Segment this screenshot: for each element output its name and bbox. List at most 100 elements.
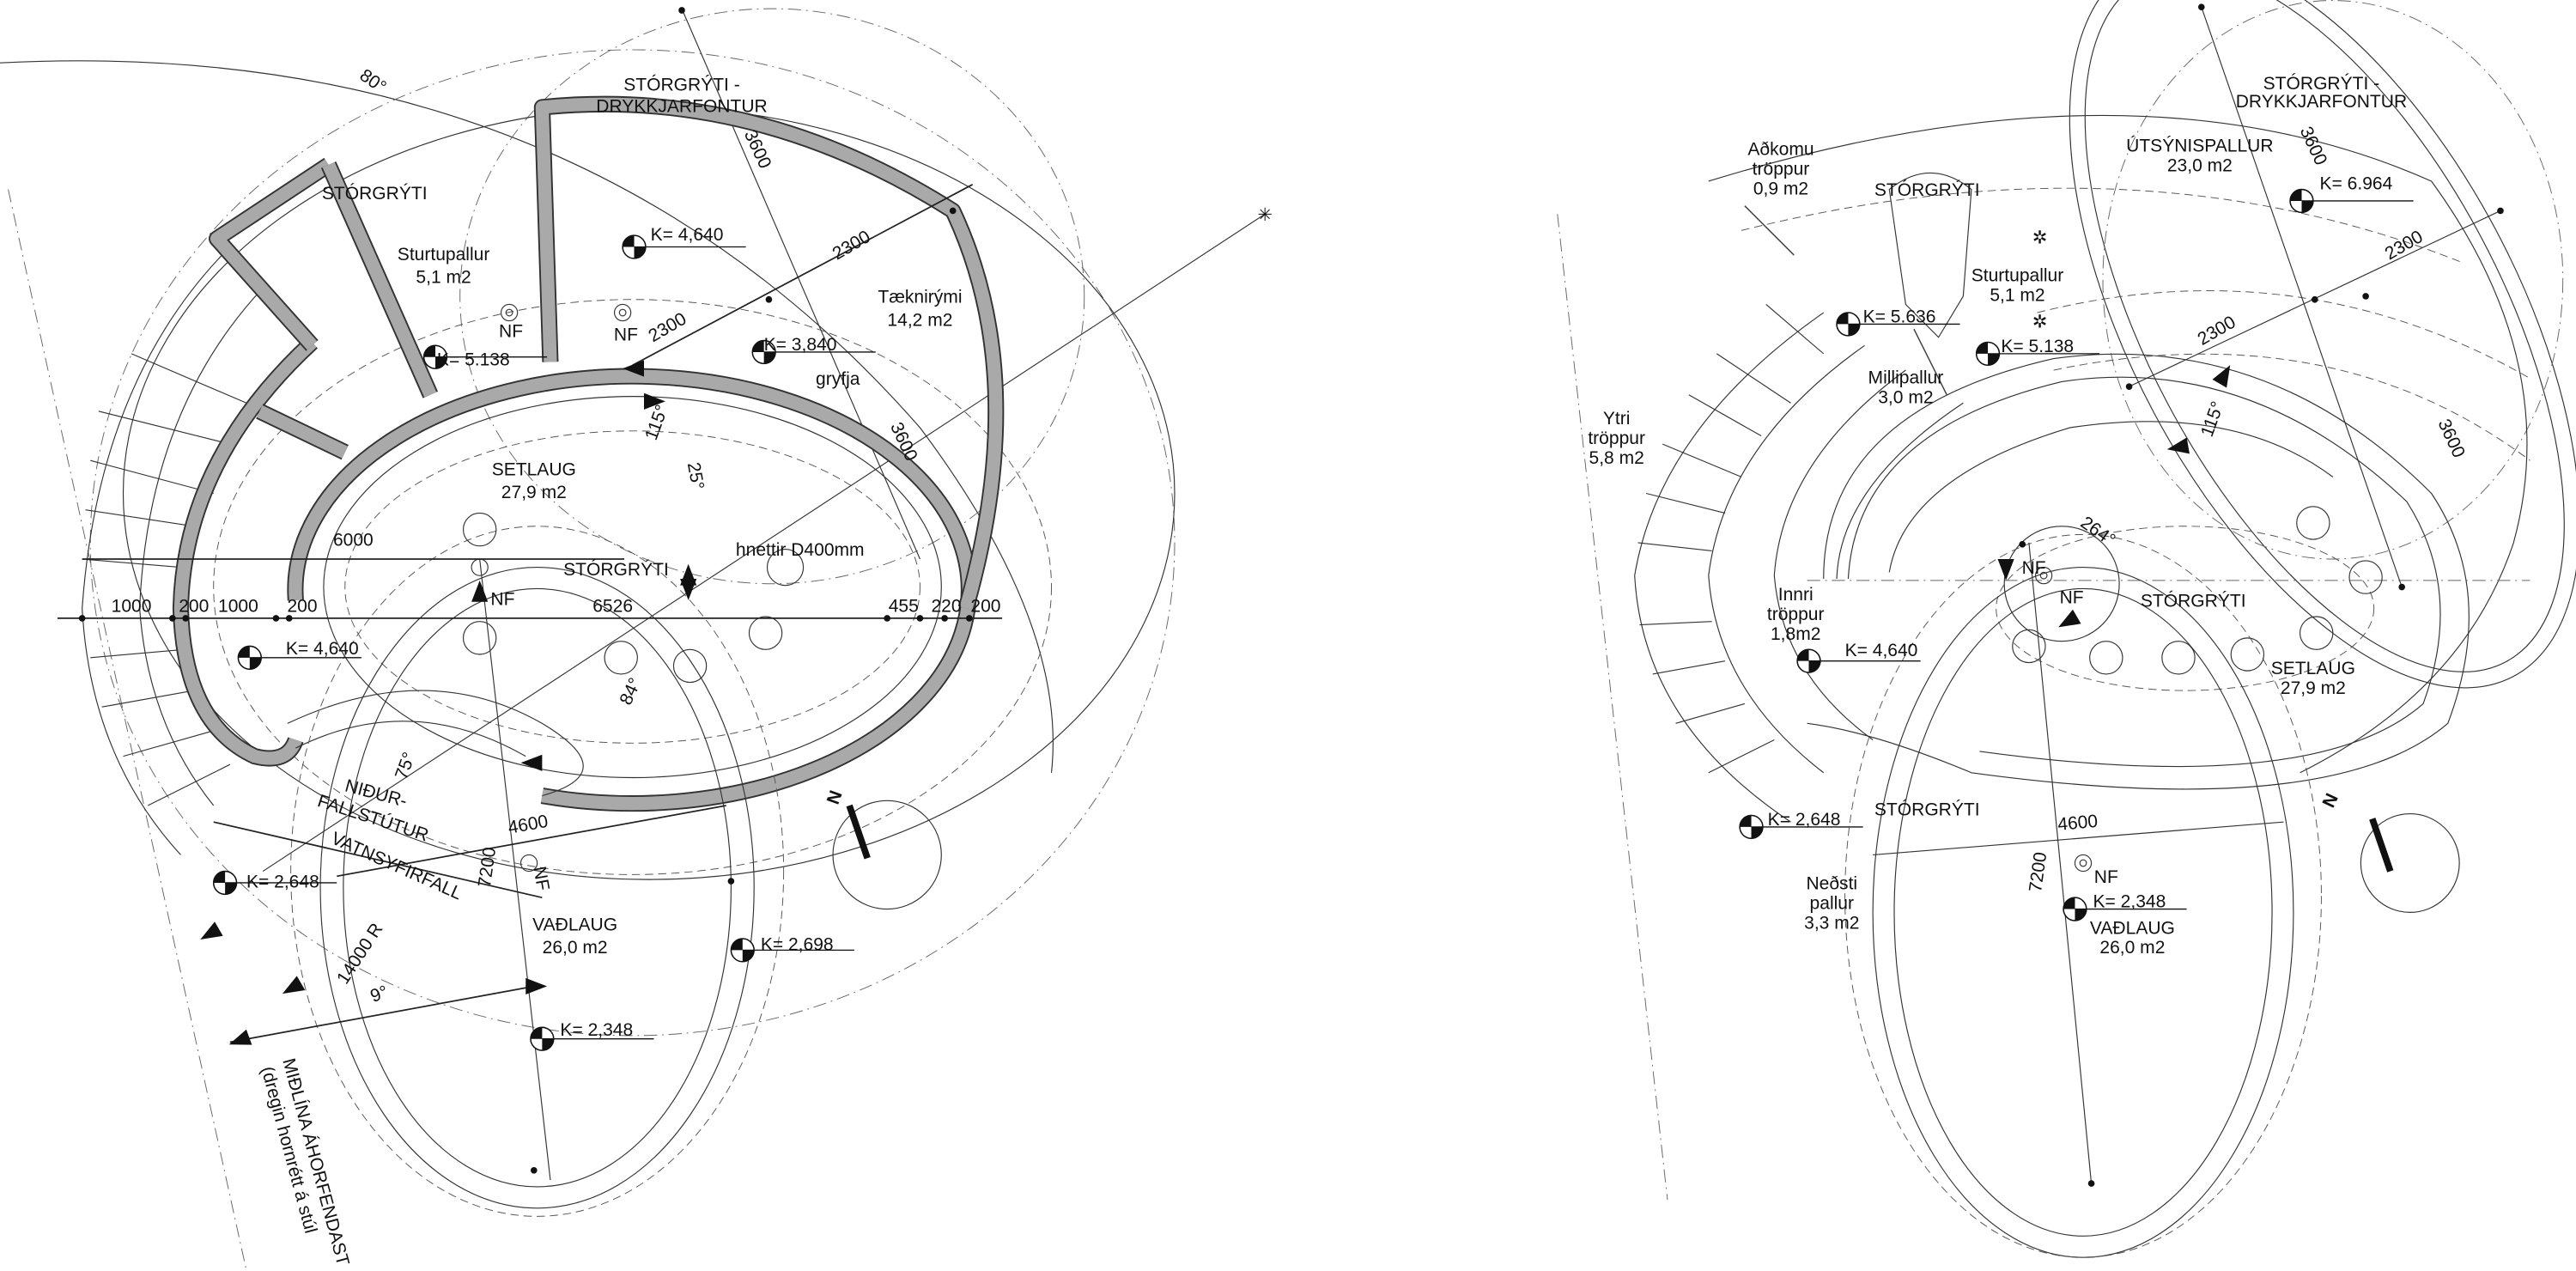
dimension-label: 455 bbox=[889, 596, 919, 616]
room-label: Ytri bbox=[1603, 409, 1631, 429]
dimension-line bbox=[337, 805, 726, 878]
dimension-line bbox=[632, 184, 974, 367]
room-area: 1,8m2 bbox=[1771, 624, 1820, 644]
arrow-marker bbox=[520, 754, 543, 771]
construction-ellipse bbox=[213, 299, 1052, 875]
nf-label: NF bbox=[499, 322, 523, 342]
room-label: tröppur bbox=[1753, 159, 1810, 179]
zone-label: STÓRGRÝTI bbox=[1874, 180, 1980, 200]
note-label: gryfja bbox=[816, 369, 860, 389]
zone-label: STÓRGRÝTI - bbox=[2263, 74, 2380, 94]
dimension-label: 1000 bbox=[112, 596, 152, 616]
angle-label: 80° bbox=[356, 65, 390, 97]
room-label: VAÐLAUG bbox=[2090, 918, 2175, 938]
dimension-label: 2300 bbox=[2382, 227, 2427, 264]
nf-label: NF bbox=[2060, 588, 2084, 608]
centerline bbox=[1557, 214, 1668, 1201]
angle-label: 115° bbox=[2197, 398, 2228, 439]
room-label: VAÐLAUG bbox=[532, 915, 617, 934]
room-label: tröppur bbox=[1767, 605, 1825, 624]
room-area: 0,9 m2 bbox=[1753, 179, 1808, 198]
north-arrow: N bbox=[2319, 790, 2460, 913]
arrow-marker bbox=[526, 977, 548, 995]
room-label: pallur bbox=[1810, 894, 1854, 914]
room-area: 26,0 m2 bbox=[2099, 938, 2165, 958]
angle-label: 264° bbox=[2077, 513, 2119, 550]
setlaug-inner-edge bbox=[323, 396, 942, 779]
room-area: 27,9 m2 bbox=[501, 483, 567, 502]
vadlaug-outline bbox=[319, 567, 755, 1209]
arrow-marker bbox=[2054, 609, 2081, 635]
arrow-marker bbox=[196, 921, 223, 947]
guide-line bbox=[262, 213, 1266, 873]
dimension-label: 6526 bbox=[592, 596, 633, 616]
zone-label: STÓRGRÝTI bbox=[322, 184, 428, 204]
channel bbox=[287, 690, 584, 797]
north-label: N bbox=[823, 788, 847, 807]
boulders bbox=[462, 512, 805, 684]
walls bbox=[172, 95, 1005, 812]
zone-label: STÓRGRÝTI bbox=[563, 560, 669, 580]
room-label: Sturtupallur bbox=[398, 245, 490, 265]
outer-boundary bbox=[1708, 114, 2528, 774]
level-label: K= 2,348 bbox=[560, 1020, 633, 1040]
dimension-line bbox=[229, 985, 534, 1043]
construction-ellipse bbox=[344, 430, 920, 744]
room-area: 5,1 m2 bbox=[1990, 286, 2044, 306]
room-label: Neðsti bbox=[1806, 874, 1857, 894]
angle-label: 75° bbox=[392, 750, 419, 782]
setlaug-inner bbox=[1847, 376, 2441, 768]
vadlaug-dashed bbox=[1844, 533, 2322, 1258]
room-label: Aðkomu bbox=[1747, 139, 1814, 159]
nf-label: NF bbox=[529, 865, 553, 892]
nf-label: NF bbox=[490, 590, 514, 610]
survey-star-icon: ✳ bbox=[1257, 205, 1273, 225]
level-label: K= 2,648 bbox=[1768, 810, 1841, 830]
zone-label: STÓRGRÝTI bbox=[1874, 800, 1980, 820]
axis-line bbox=[479, 558, 551, 1181]
dimension-label: 4600 bbox=[507, 812, 550, 838]
dimension-label: 200 bbox=[287, 596, 317, 616]
dimension-label: 3600 bbox=[2296, 124, 2331, 168]
zone-label: STÓRGRÝTI bbox=[2141, 592, 2246, 611]
setlaug-seat bbox=[1888, 421, 2334, 573]
angle-label: 9° bbox=[368, 982, 391, 1006]
north-arrow: N bbox=[823, 788, 942, 910]
arrow-marker bbox=[2212, 361, 2238, 388]
arrow-marker bbox=[680, 578, 697, 600]
dimension-line bbox=[1873, 821, 2284, 855]
level-label: K= 5.636 bbox=[1863, 307, 1936, 327]
boulder-outline bbox=[1888, 172, 1972, 338]
dimension-label: 2300 bbox=[645, 309, 690, 346]
construction-ellipse bbox=[459, 8, 1085, 585]
room-area: 5,8 m2 bbox=[1589, 448, 1644, 468]
vadlaug-dashed bbox=[290, 526, 785, 1217]
vadlaug-inner bbox=[1893, 587, 2273, 1237]
room-label: Tæknirými bbox=[878, 288, 962, 307]
floor-drains: ✲ ✲ bbox=[2032, 228, 2093, 873]
radius-label: 14000 R bbox=[333, 920, 387, 988]
room-label: tröppur bbox=[1588, 429, 1645, 448]
construction-arc bbox=[2037, 290, 2530, 379]
utsynispallur-inner bbox=[2084, 0, 2565, 672]
shower-icon: ✲ bbox=[2032, 312, 2048, 331]
dimension-label: 2300 bbox=[2195, 313, 2239, 350]
utsynispallur-outline bbox=[2069, 0, 2576, 689]
note-label: hnettir D400mm bbox=[736, 540, 865, 560]
level-label: K= 4,640 bbox=[286, 639, 359, 659]
arrow-marker bbox=[1997, 559, 2014, 581]
left-plan: ✳ bbox=[0, 7, 1273, 1271]
dimension-dots bbox=[2019, 3, 2504, 1187]
boulders bbox=[2012, 506, 2383, 675]
level-label: K= 3,840 bbox=[764, 335, 837, 355]
dimension-line bbox=[2201, 6, 2403, 587]
angle-label: 84° bbox=[616, 675, 645, 708]
dimension-label: 2300 bbox=[829, 227, 874, 264]
construction-arc bbox=[1741, 187, 2465, 265]
zone-label: DRYKKJARFONTUR bbox=[2236, 92, 2407, 112]
angle-arc bbox=[2003, 526, 2120, 642]
level-label: K= 5.138 bbox=[2001, 337, 2074, 356]
level-label: K= 2,698 bbox=[761, 934, 834, 954]
note-label: VATNSYFIRFALL bbox=[328, 829, 465, 904]
